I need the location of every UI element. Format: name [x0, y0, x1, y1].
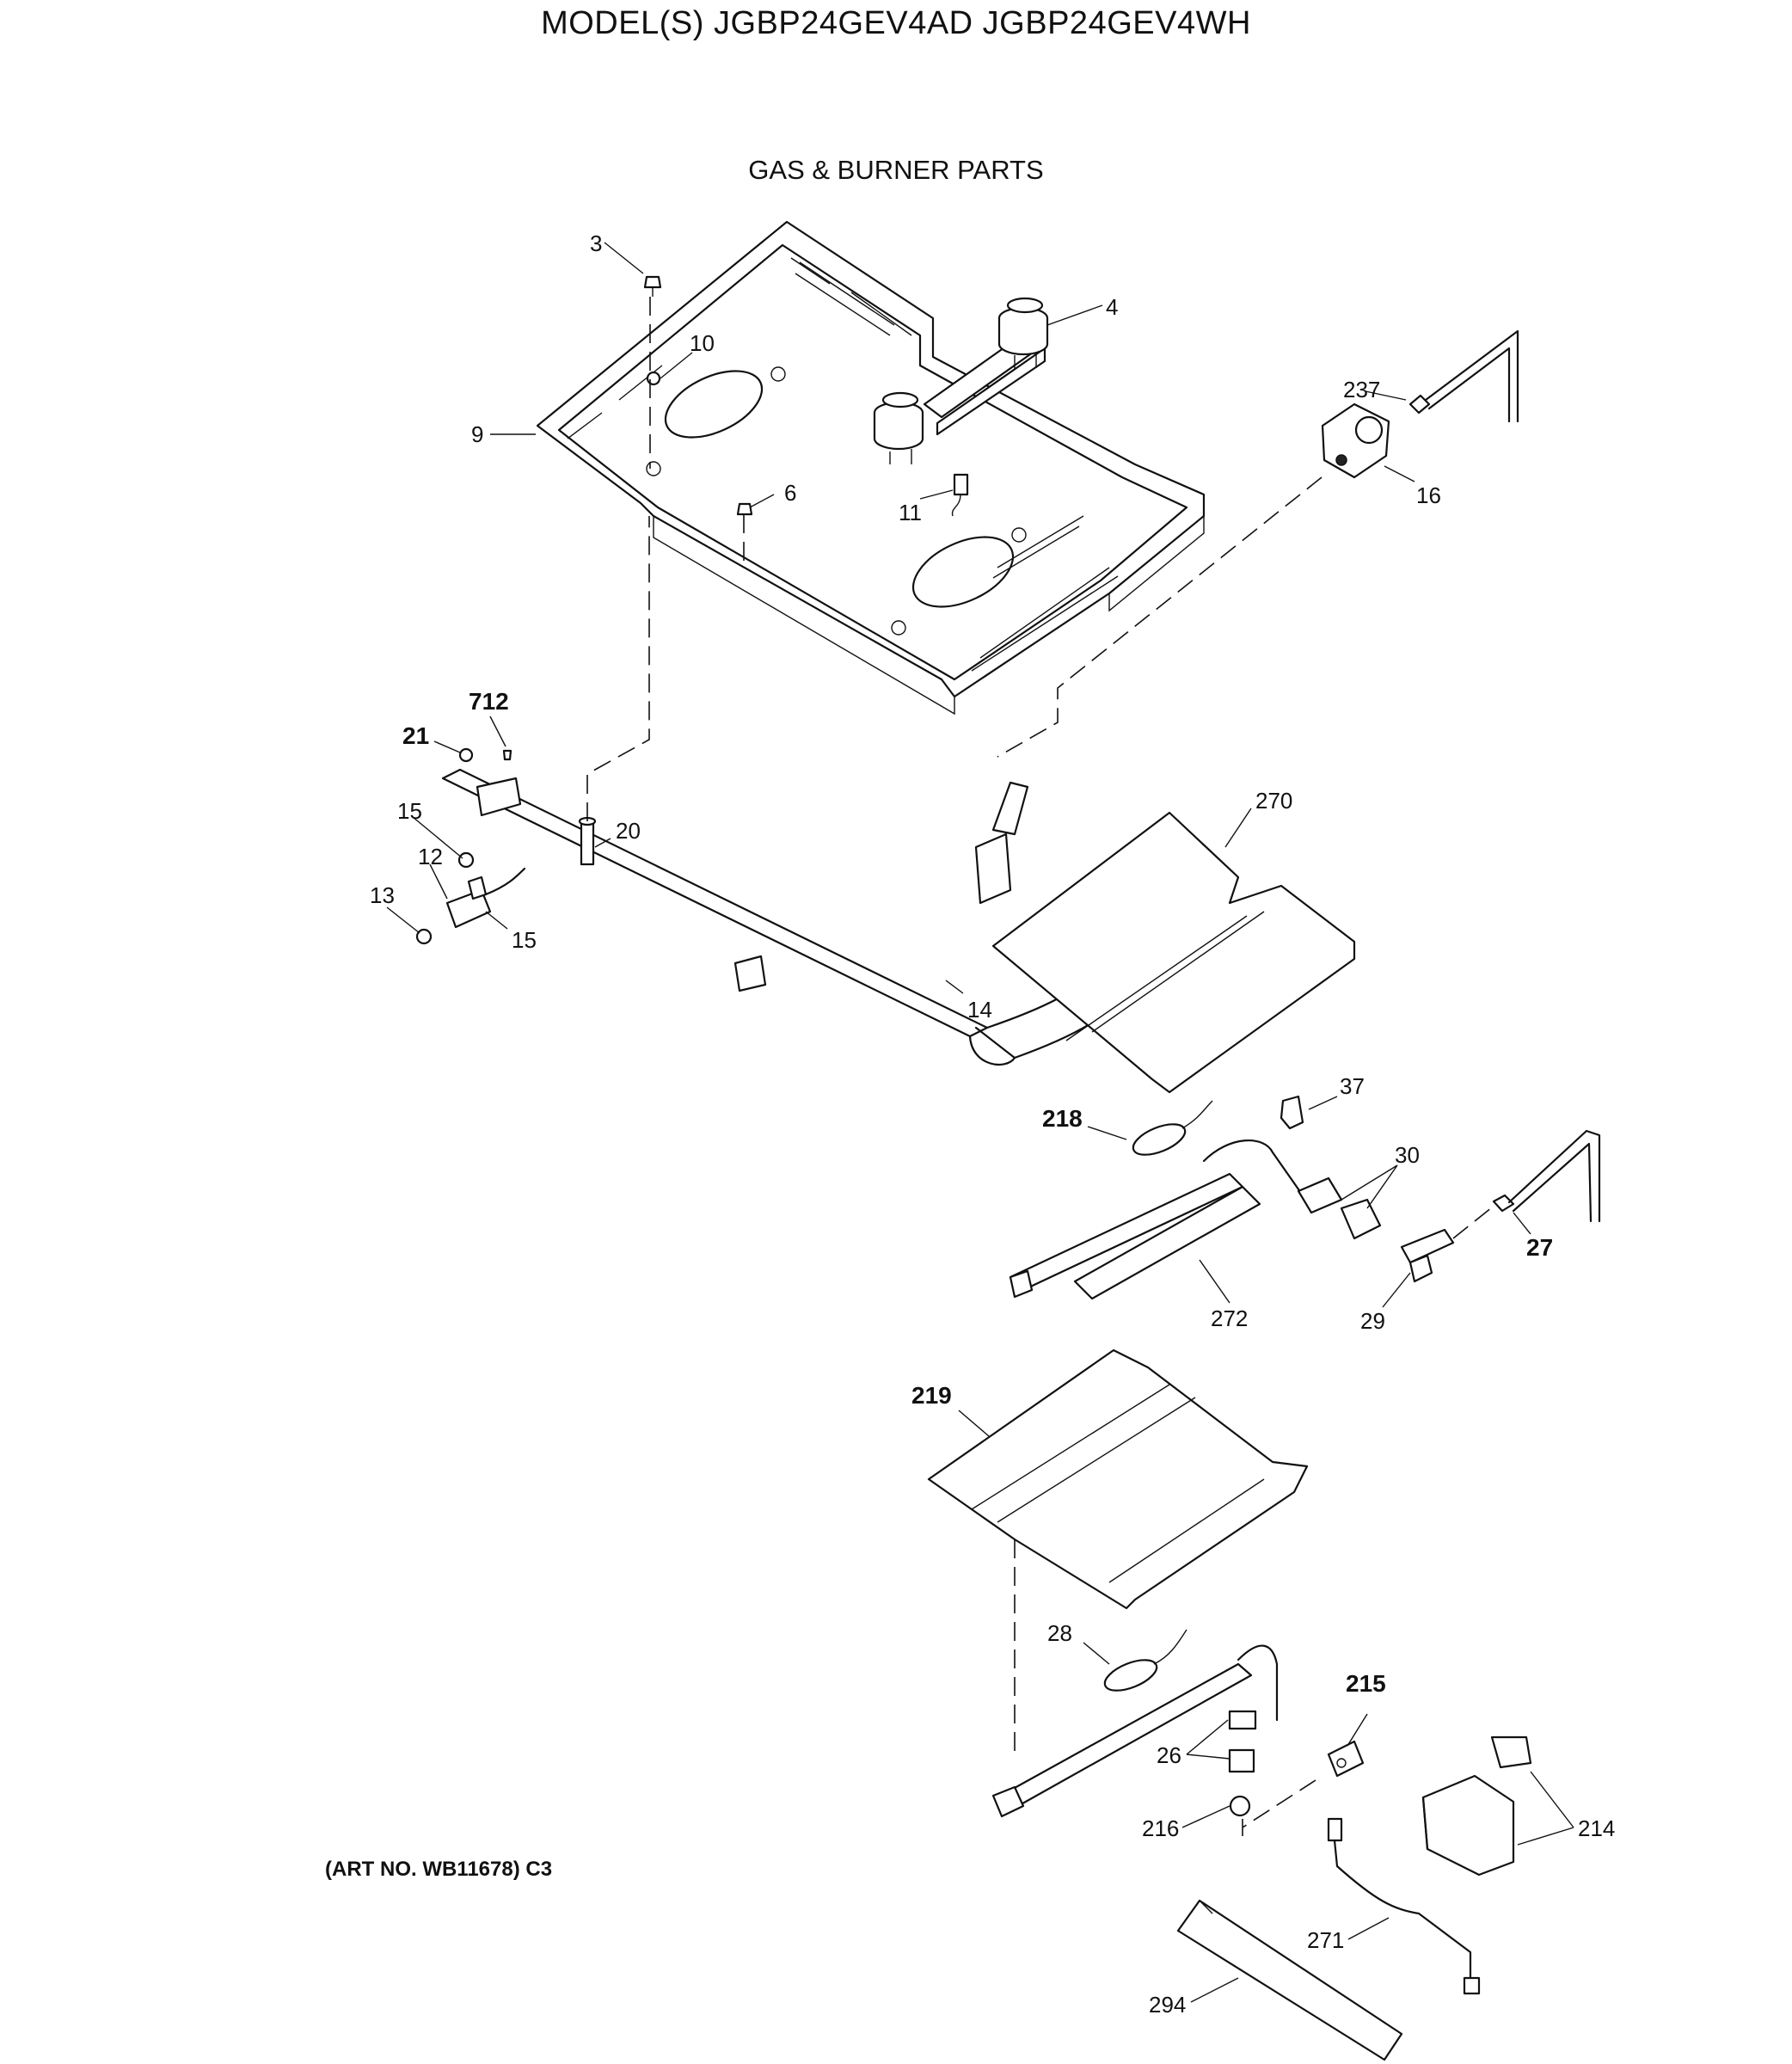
callout-9: 9 — [471, 421, 483, 447]
callout-294: 294 — [1149, 1992, 1186, 2018]
callout-26: 26 — [1157, 1742, 1181, 1768]
callout-27: 27 — [1526, 1234, 1553, 1261]
air-shutter-part-26 — [1228, 1710, 1257, 1773]
wire-clip-part-11 — [951, 473, 969, 517]
callout-271: 271 — [1307, 1927, 1344, 1953]
inlet-fitting-part-20 — [578, 816, 597, 866]
channel-part-294 — [1176, 1899, 1403, 2061]
callout-labels: 3 4 10 9 237 16 6 11 712 21 15 20 12 13 … — [370, 230, 1615, 2018]
gas-tube-part-27 — [1492, 1129, 1601, 1223]
alignment-line-215 — [1242, 1779, 1316, 1836]
callout-4: 4 — [1106, 294, 1118, 320]
callout-216: 216 — [1142, 1815, 1179, 1841]
oven-burner-part-272 — [1009, 1139, 1304, 1300]
ignitor-part-28 — [1103, 1629, 1188, 1692]
callout-218: 218 — [1042, 1105, 1083, 1132]
callout-21: 21 — [402, 722, 429, 749]
callout-214: 214 — [1578, 1815, 1615, 1841]
callout-219: 219 — [911, 1382, 952, 1409]
safety-valve-part-214 — [1421, 1735, 1532, 1877]
bracket-left-manifold — [476, 777, 522, 817]
broil-burner — [991, 1644, 1279, 1818]
callout-6: 6 — [784, 480, 796, 506]
callout-37: 37 — [1340, 1073, 1365, 1099]
screw-part-712 — [502, 749, 512, 761]
art-number: (ART NO. WB11678) C3 — [325, 1858, 553, 1881]
nut-part-216 — [1229, 1795, 1251, 1817]
ignitor-part-218 — [1132, 1100, 1213, 1156]
callout-14: 14 — [967, 997, 992, 1023]
screw-part-21 — [458, 747, 474, 763]
gas-tube-part-271 — [1327, 1817, 1481, 1995]
broiler-shield-part-219 — [927, 1348, 1309, 1610]
callout-215: 215 — [1346, 1670, 1386, 1697]
air-shutter-part-30 — [1297, 1176, 1382, 1240]
callout-29: 29 — [1360, 1308, 1385, 1334]
callout-272: 272 — [1211, 1305, 1248, 1331]
leader-lines — [386, 242, 1574, 2003]
burner-shield-part-270 — [991, 811, 1356, 1094]
callout-12: 12 — [418, 844, 443, 869]
models-title: MODEL(S) JGBP24GEV4AD JGBP24GEV4WH — [541, 5, 1251, 41]
burner-box-part-9 — [536, 220, 1206, 716]
bracket-part-215 — [1327, 1740, 1365, 1778]
callout-15b: 15 — [512, 927, 537, 953]
callout-28: 28 — [1047, 1620, 1072, 1646]
orifice-part-29 — [1400, 1228, 1455, 1283]
callout-270: 270 — [1255, 788, 1292, 814]
screw-part-6 — [736, 502, 753, 516]
alignment-line-27 — [1452, 1203, 1497, 1239]
bracket-part-37 — [1280, 1095, 1304, 1130]
screw-part-3 — [643, 275, 662, 297]
callout-712: 712 — [469, 688, 509, 715]
alignment-line-20 — [586, 516, 650, 821]
orifice-bracket-part-16 — [1321, 402, 1390, 479]
alignment-lines-top — [649, 297, 745, 563]
section-title: GAS & BURNER PARTS — [748, 155, 1044, 185]
bracket-mid-manifold — [733, 955, 767, 992]
valve-part-12 — [445, 867, 526, 929]
callout-10: 10 — [690, 330, 715, 356]
washer-part-13 — [415, 928, 433, 945]
top-burners-part-4 — [873, 297, 1049, 464]
callout-20: 20 — [616, 818, 641, 844]
callout-3: 3 — [590, 230, 602, 256]
callout-237: 237 — [1343, 377, 1380, 402]
callout-11: 11 — [899, 500, 922, 525]
gas-tube-part-237 — [1408, 329, 1519, 423]
callout-16: 16 — [1416, 482, 1441, 508]
callout-30: 30 — [1395, 1142, 1420, 1168]
callout-15a: 15 — [397, 798, 422, 824]
alignment-line-16 — [997, 476, 1323, 758]
washer-part-15a — [457, 851, 475, 869]
grommet-part-10 — [646, 371, 661, 386]
callout-13: 13 — [370, 882, 395, 908]
